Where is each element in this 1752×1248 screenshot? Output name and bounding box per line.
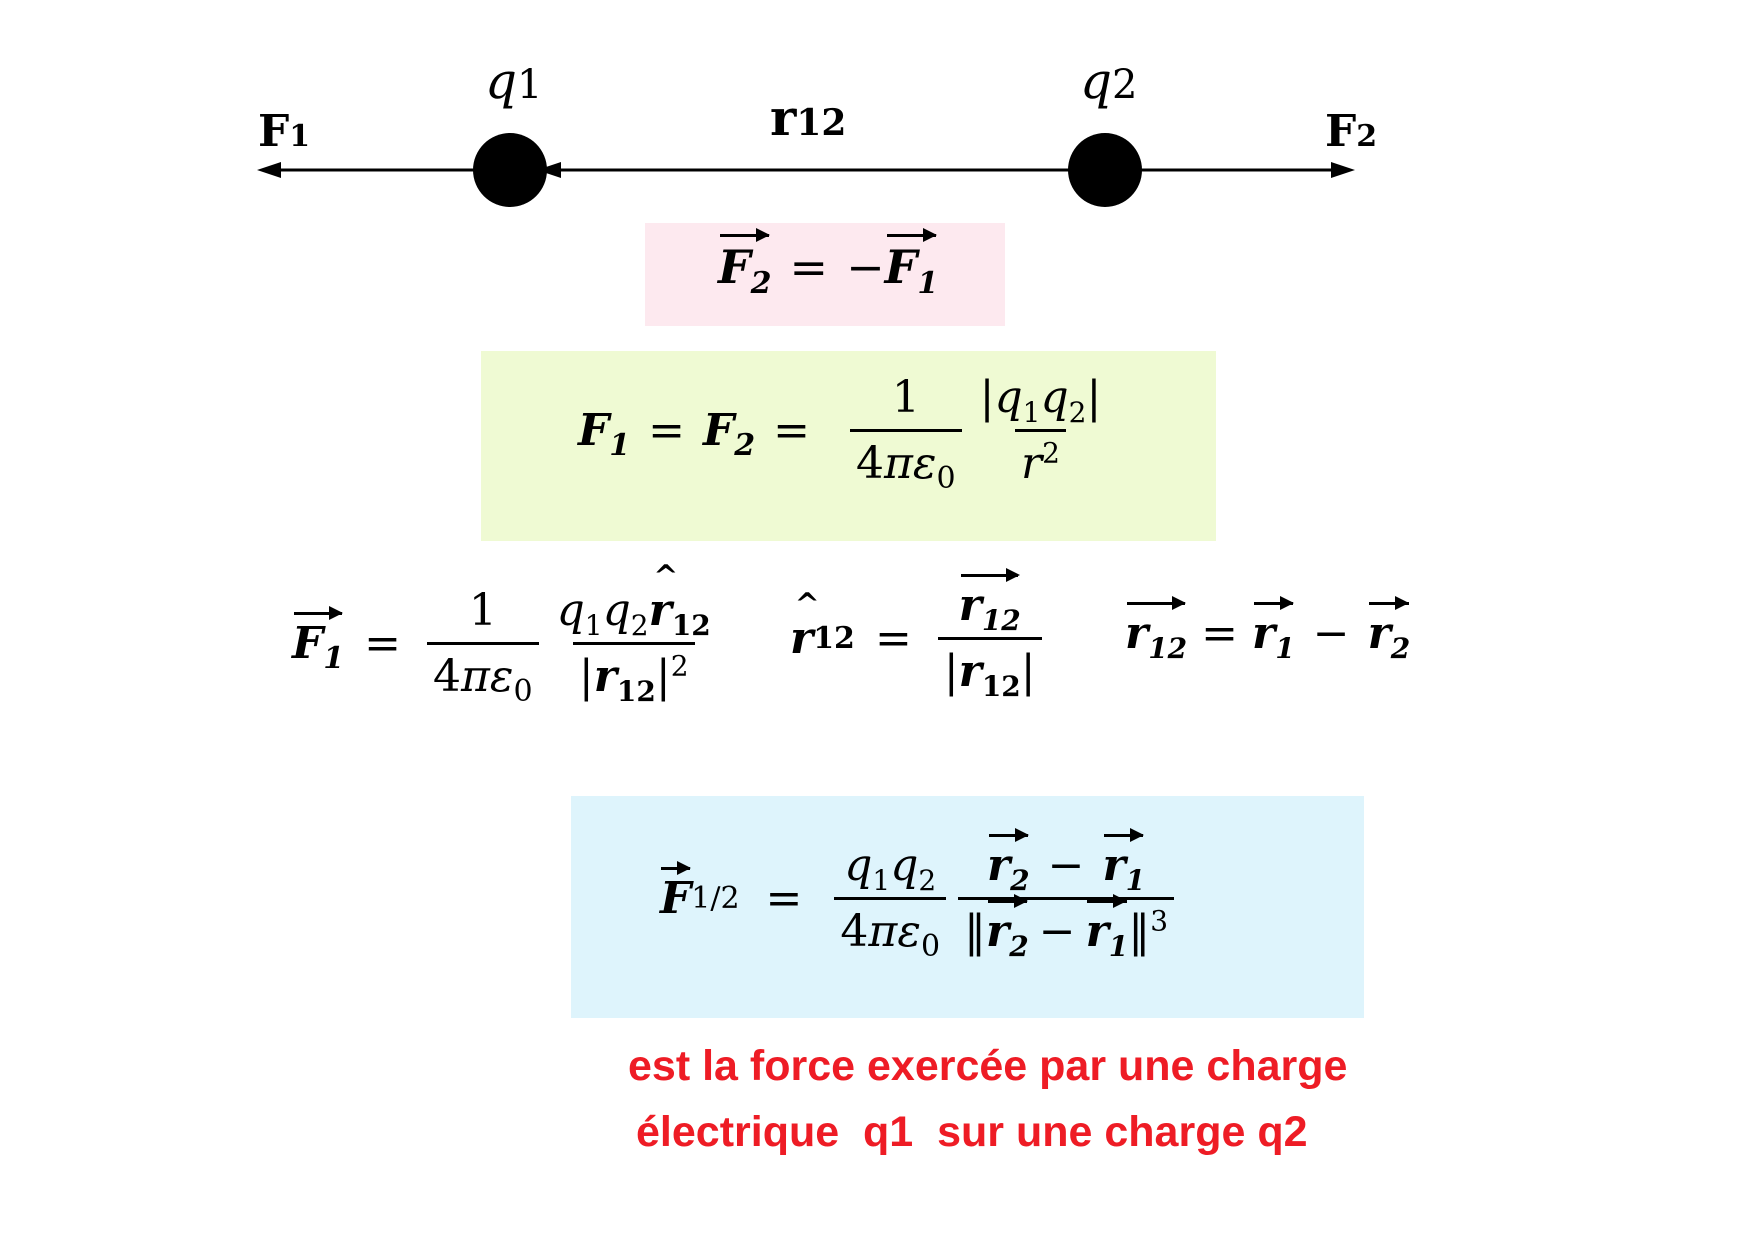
label-q1: q1 <box>485 52 543 110</box>
equation-coulomb-magnitude: F1 = F2 = 1 4πε0 |q1q2| r2 <box>578 372 1113 493</box>
label-r12: r12 <box>770 88 847 147</box>
vector-f2: F2 <box>718 228 772 302</box>
caption-line-1: est la force exercée par une charge <box>628 1042 1348 1090</box>
equation-f2-equals-minus-f1: F2 = − F1 <box>718 228 939 302</box>
fraction-charges-over-r2: |q1q2| r2 <box>979 372 1102 489</box>
force-f1-arrowhead <box>257 162 281 178</box>
equation-r12-difference: r12 = r1 − r2 <box>1125 596 1411 665</box>
charge-q1 <box>473 133 547 207</box>
coulomb-magnitude-box <box>481 351 1216 541</box>
newton-third-law-box <box>645 223 1005 326</box>
vector-f1: F1 <box>884 228 939 302</box>
label-q2: q2 <box>1080 52 1138 110</box>
label-f1: F1 <box>258 106 311 157</box>
equals-sign: = <box>789 240 829 294</box>
fraction-coulomb-constant: 1 4πε0 <box>850 372 962 493</box>
equation-unit-vector: r12 = r12 |r12| <box>790 568 1048 700</box>
force-vector-box <box>571 796 1364 1018</box>
force-f2-arrowhead <box>1331 162 1355 178</box>
caption-line-2: électrique q1 sur une charge q2 <box>636 1108 1308 1156</box>
label-f2: F2 <box>1325 106 1378 157</box>
charge-q2 <box>1068 133 1142 207</box>
r12-arrowhead <box>537 162 561 178</box>
minus-sign: − <box>846 240 885 294</box>
charges-diagram <box>257 133 1355 207</box>
